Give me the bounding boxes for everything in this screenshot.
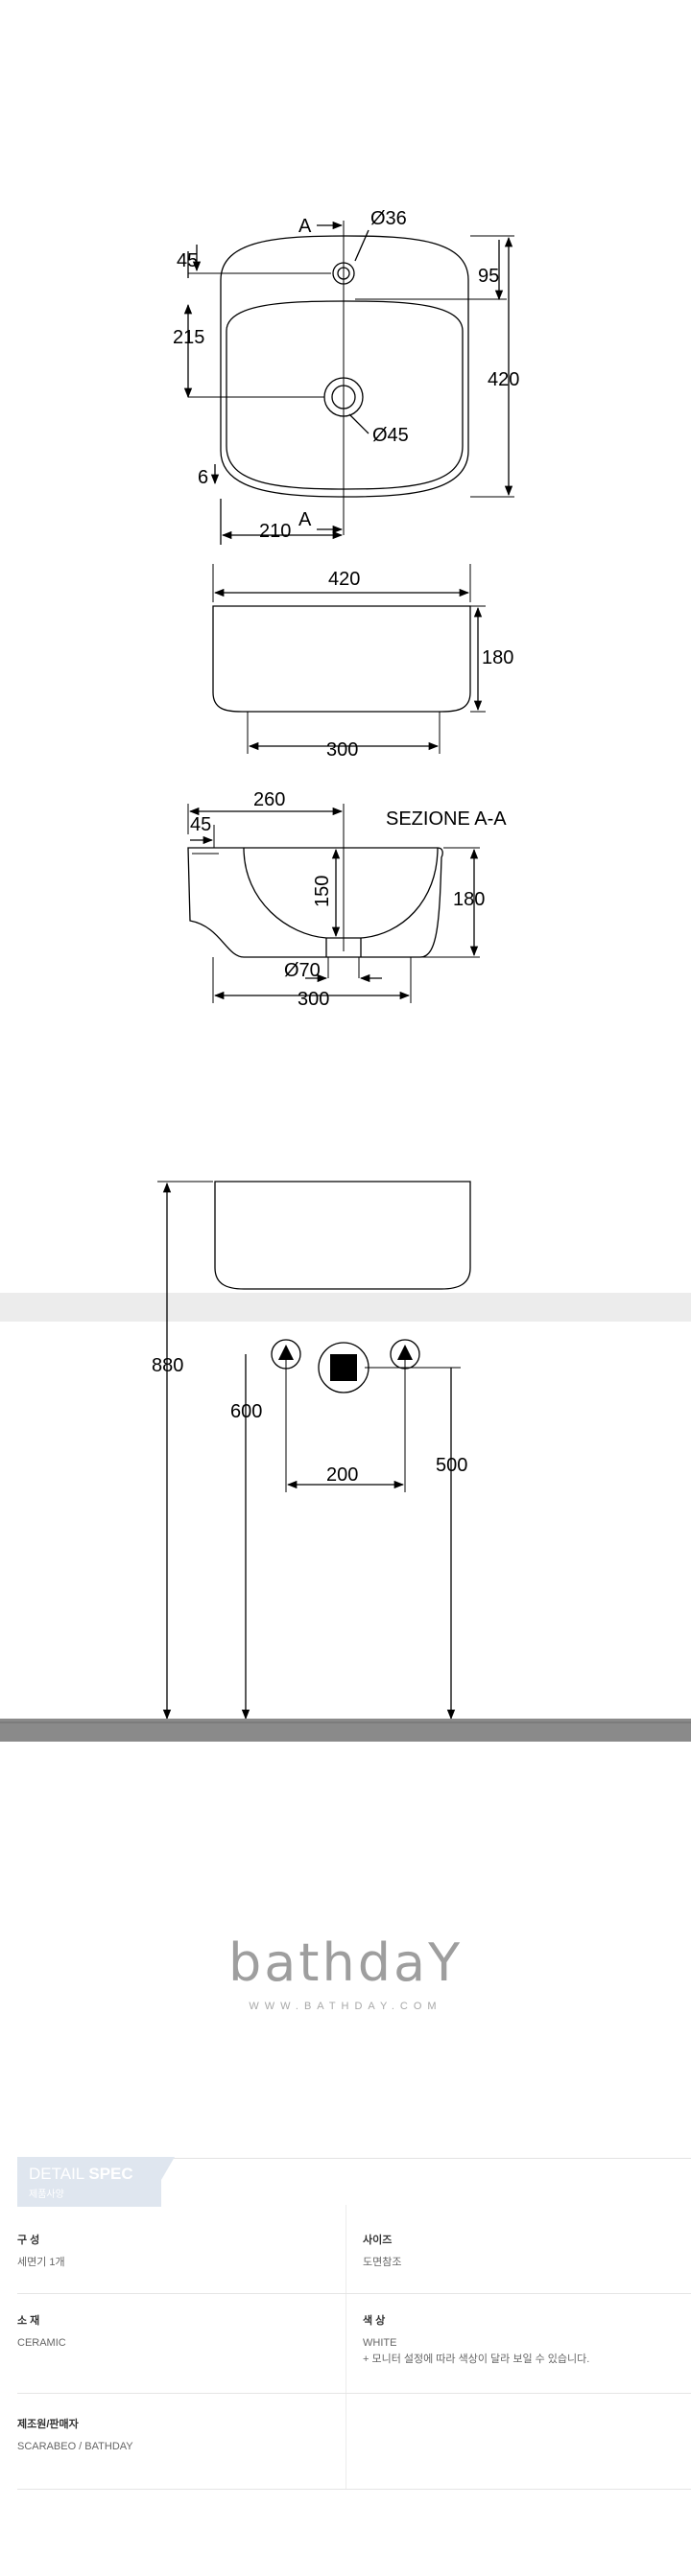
- dim-150: 150: [312, 876, 333, 907]
- install-view: [0, 1181, 691, 1742]
- size-value: 도면참조: [363, 2257, 402, 2268]
- spec-color: 색 상 WHITE + 모니터 설정에 따라 색상이 달라 보일 수 있습니다.: [363, 2312, 589, 2368]
- dim-200: 200: [326, 1464, 358, 1486]
- composition-label: 구 성: [17, 2235, 40, 2246]
- dim-210: 210: [259, 521, 291, 542]
- basin-body-install: [214, 1181, 471, 1290]
- spec-tab-title-bold: SPEC: [88, 2165, 133, 2183]
- row-divider: [17, 2489, 691, 2490]
- technical-drawing: A Ø36 45 95 215 420 Ø45 6 A 210 420 180 …: [0, 208, 691, 1742]
- dim-260: 260: [253, 789, 285, 810]
- material-label: 소 재: [17, 2315, 40, 2327]
- dim-420-height: 420: [488, 369, 519, 390]
- dim-420-width: 420: [328, 569, 360, 590]
- spec-tab-title: DETAIL SPEC: [29, 2165, 133, 2184]
- dim-drain-section: Ø70: [284, 960, 321, 981]
- material-value: CERAMIC: [17, 2337, 66, 2349]
- waste-outlet: [318, 1342, 369, 1393]
- dim-180-section: 180: [453, 889, 485, 910]
- section-outline: [187, 847, 443, 958]
- dim-drain-top: Ø45: [372, 425, 409, 446]
- brand-logo: bathdaY: [227, 1932, 464, 1993]
- maker-label: 제조원/판매자: [17, 2419, 79, 2430]
- section-view: [187, 804, 480, 1003]
- spec-tab-subtitle: 제품사양: [29, 2190, 64, 2200]
- label-a-top: A: [298, 216, 312, 237]
- spec-size: 사이즈 도면참조: [363, 2232, 401, 2271]
- dim-215: 215: [173, 327, 204, 348]
- section-bowl: [243, 847, 439, 939]
- detail-spec-table: DETAIL SPEC 제품사양 구 성 세면기 1개 사이즈 도면참조 소 재…: [17, 2157, 691, 2504]
- dim-95: 95: [478, 266, 499, 287]
- spec-maker: 제조원/판매자 SCARABEO / BATHDAY: [17, 2416, 133, 2455]
- wall-band: [0, 1293, 691, 1322]
- basin-body-front: [212, 605, 471, 713]
- dim-500: 500: [436, 1455, 467, 1476]
- spec-composition: 구 성 세면기 1개: [17, 2232, 65, 2271]
- basin-bowl-top: [226, 300, 464, 490]
- dim-880: 880: [152, 1355, 183, 1376]
- spec-material: 소 재 CERAMIC: [17, 2312, 66, 2352]
- label-a-bottom: A: [298, 509, 312, 530]
- composition-value: 세면기 1개: [17, 2257, 65, 2268]
- dim-tap-hole: Ø36: [370, 208, 407, 229]
- spec-tab: DETAIL SPEC 제품사양: [17, 2157, 175, 2207]
- water-inlet-right: [390, 1339, 420, 1370]
- size-label: 사이즈: [363, 2235, 393, 2246]
- row-divider: [17, 2293, 691, 2294]
- color-note: + 모니터 설정에 따라 색상이 달라 보일 수 있습니다.: [363, 2354, 590, 2366]
- top-view: [183, 221, 514, 545]
- dim-180-front: 180: [482, 647, 513, 668]
- dim-600: 600: [230, 1401, 262, 1422]
- section-title: SEZIONE A-A: [386, 808, 507, 830]
- spec-tab-title-light: DETAIL: [29, 2165, 89, 2183]
- dim-6: 6: [198, 467, 208, 488]
- dim-300-front: 300: [326, 739, 358, 761]
- maker-value: SCARABEO / BATHDAY: [17, 2441, 133, 2452]
- brand-url: WWW.BATHDAY.COM: [249, 2001, 442, 2012]
- color-label: 색 상: [363, 2315, 386, 2327]
- row-divider: [17, 2393, 691, 2394]
- brand-logo-block: bathdaY WWW.BATHDAY.COM: [0, 1932, 691, 2013]
- water-inlet-left: [271, 1339, 301, 1370]
- front-view: [212, 564, 486, 754]
- basin-outline-top: [220, 235, 469, 498]
- color-value: WHITE + 모니터 설정에 따라 색상이 달라 보일 수 있습니다.: [363, 2335, 589, 2368]
- color-value-text: WHITE: [363, 2337, 397, 2349]
- dim-45-section: 45: [190, 814, 211, 835]
- dim-300-section: 300: [298, 989, 329, 1010]
- dim-45-top: 45: [177, 250, 198, 271]
